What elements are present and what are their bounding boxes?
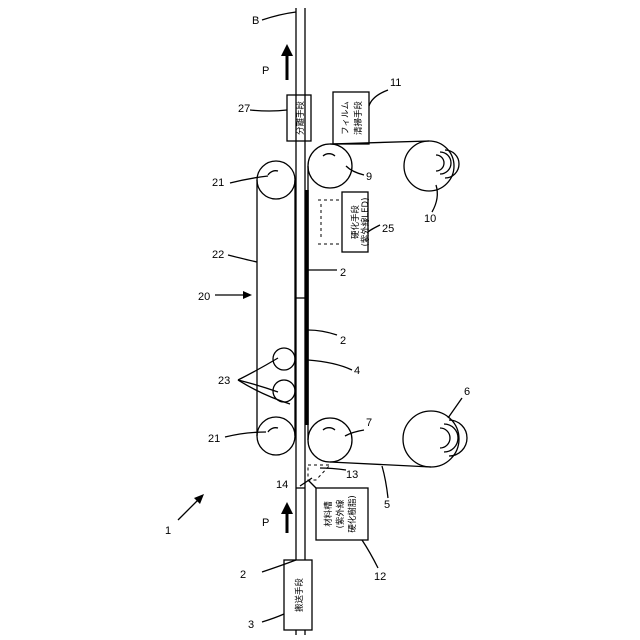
film-cleaning-label-2: 清掃手段 bbox=[353, 101, 364, 136]
film-path bbox=[308, 141, 467, 467]
ref-5: 5 bbox=[384, 499, 390, 511]
material-tank: 材料槽 (紫外線 硬化樹脂) bbox=[308, 465, 368, 540]
roller-21-bottom bbox=[257, 417, 295, 455]
roller-7 bbox=[308, 418, 352, 462]
ref-P-bottom: P bbox=[262, 517, 269, 529]
ref-2-bottom: 2 bbox=[240, 569, 246, 581]
ref-21-bottom: 21 bbox=[208, 433, 220, 445]
film-cleaning-label-1: フィルム bbox=[341, 101, 351, 135]
roller-21-top bbox=[257, 161, 295, 199]
ref-4: 4 bbox=[354, 365, 360, 377]
ref-11: 11 bbox=[390, 77, 401, 89]
ref-7: 7 bbox=[366, 417, 372, 429]
material-label-3: 硬化樹脂) bbox=[347, 495, 358, 532]
material-label-1: 材料槽 bbox=[323, 501, 334, 527]
ref-P-top: P bbox=[262, 65, 269, 77]
curing-label-2: (紫外線LED) bbox=[360, 198, 371, 247]
transport-means-label: 搬送手段 bbox=[294, 578, 305, 613]
leader-lines bbox=[178, 12, 462, 622]
ref-21-top: 21 bbox=[212, 177, 224, 189]
ref-1: 1 bbox=[165, 525, 171, 537]
ref-B: B bbox=[252, 15, 259, 27]
ref-27: 27 bbox=[238, 103, 250, 115]
ref-23: 23 bbox=[218, 375, 230, 387]
separation-means-label: 分離手段 bbox=[295, 101, 306, 136]
ref-25: 25 bbox=[382, 223, 394, 235]
ref-2-mid: 2 bbox=[340, 335, 346, 347]
transport-means-box: 搬送手段 bbox=[284, 560, 312, 630]
ref-13: 13 bbox=[346, 469, 358, 481]
ref-22: 22 bbox=[212, 249, 224, 261]
ref-20: 20 bbox=[198, 291, 210, 303]
curing-label-1: 硬化手段 bbox=[350, 205, 361, 240]
film-cleaning-box: フィルム 清掃手段 bbox=[333, 92, 369, 144]
transport-arrow-top bbox=[281, 44, 293, 80]
material-label-2: (紫外線 bbox=[335, 499, 346, 528]
separation-means-box: 分離手段 bbox=[287, 95, 311, 141]
belt-unit-20 bbox=[257, 161, 295, 455]
ref-2-upper: 2 bbox=[340, 267, 346, 279]
ref-14: 14 bbox=[276, 479, 288, 491]
ref-12: 12 bbox=[374, 571, 386, 583]
transport-arrow-bottom bbox=[281, 502, 293, 533]
curing-means-box: 硬化手段 (紫外線LED) bbox=[318, 192, 371, 252]
roller-9 bbox=[308, 144, 352, 188]
ref-6: 6 bbox=[464, 386, 470, 398]
ref-9: 9 bbox=[366, 171, 372, 183]
ref-3: 3 bbox=[248, 619, 254, 631]
ref-10: 10 bbox=[424, 213, 436, 225]
